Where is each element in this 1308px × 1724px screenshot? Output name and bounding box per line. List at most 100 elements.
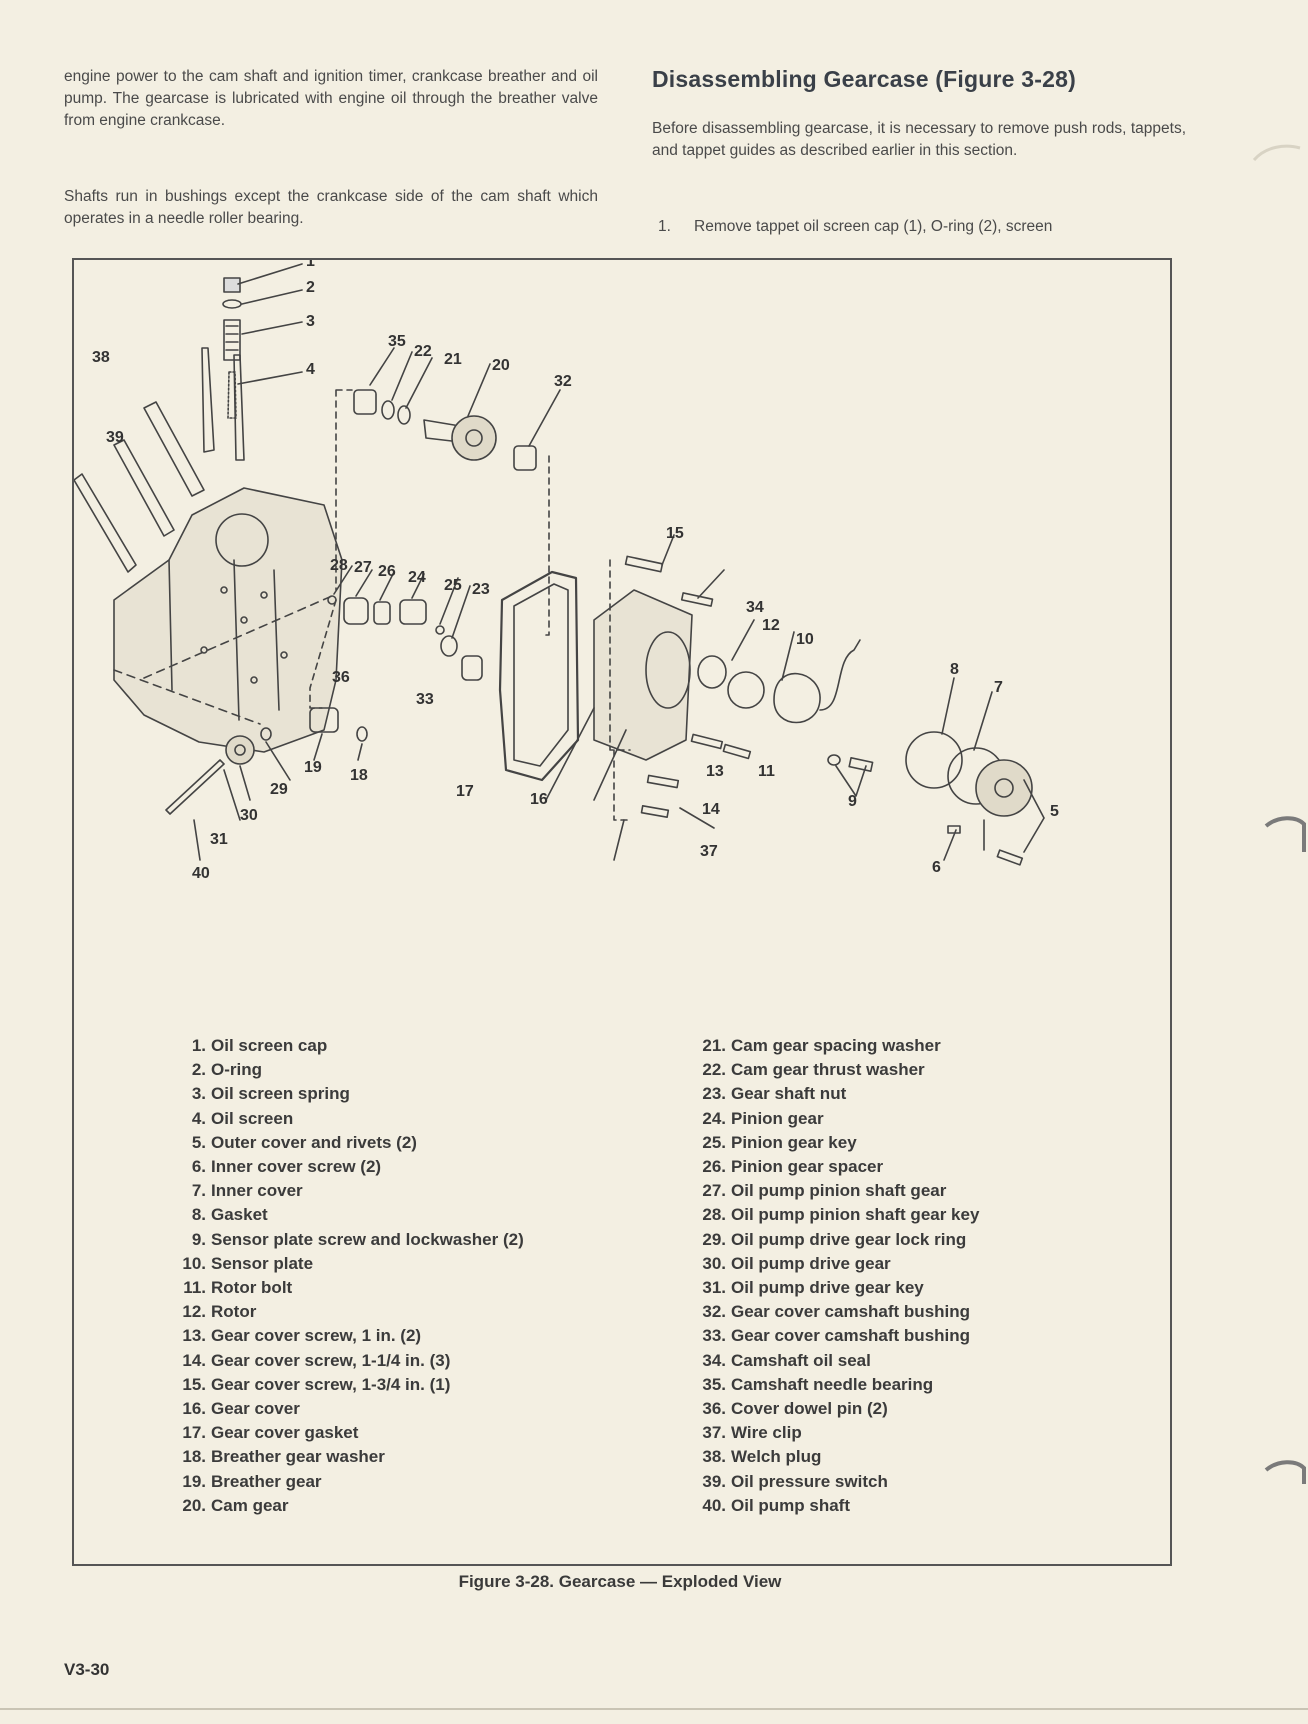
legend-item: 30.Oil pump drive gear — [702, 1253, 891, 1273]
callout-20: 20 — [492, 357, 510, 374]
legend-item: 24.Pinion gear — [702, 1108, 824, 1128]
outer-cover-parts — [827, 677, 1045, 866]
callout-18: 18 — [350, 767, 368, 784]
callout-21: 21 — [444, 351, 462, 368]
page-bottom-edge — [0, 1708, 1308, 1710]
callout-15: 15 — [666, 525, 684, 542]
step-1-number: 1. — [658, 218, 671, 235]
legend-item: 13.Gear cover screw, 1 in. (2) — [182, 1326, 422, 1346]
legend-item: 21.Cam gear spacing washer — [702, 1036, 941, 1055]
section-heading: Disassembling Gearcase (Figure 3-28) — [652, 66, 1076, 92]
legend-item: 38.Welch plug — [702, 1447, 822, 1467]
legend-item: 5.Outer cover and rivets (2) — [191, 1132, 417, 1152]
callout-6: 6 — [932, 859, 941, 876]
legend-item: 20.Cam gear — [182, 1495, 289, 1515]
callout-30: 30 — [240, 807, 258, 824]
page-number: V3-30 — [64, 1660, 110, 1679]
legend-item: 6.Inner cover screw (2) — [191, 1157, 382, 1177]
legend-item: 22.Cam gear thrust washer — [702, 1060, 925, 1080]
crankcase-illustration — [74, 347, 343, 753]
callout-19: 19 — [304, 759, 322, 776]
callout-34: 34 — [746, 599, 764, 616]
pinion-parts — [143, 565, 483, 709]
section-paragraph: Before disassembling gearcase, it is nec… — [652, 120, 1186, 159]
callout-17: 17 — [456, 783, 474, 800]
step-1: 1. Remove tappet oil screen cap (1), O-ri… — [652, 216, 1186, 238]
oil-pump-parts — [113, 669, 368, 861]
legend-item: 34.Camshaft oil seal — [702, 1350, 871, 1370]
legend-item: 25.Pinion gear key — [702, 1132, 857, 1152]
callout-22: 22 — [414, 343, 432, 360]
callout-labels: 1 2 3 4 5 6 7 8 9 10 11 12 13 14 15 16 1… — [92, 260, 1059, 882]
callout-38: 38 — [92, 349, 110, 366]
legend-item: 31.Oil pump drive gear key — [702, 1278, 924, 1298]
callout-1: 1 — [306, 260, 315, 270]
parts-legend-left: 1.Oil screen cap 2.O-ring 3.Oil screen s… — [170, 1034, 524, 1518]
legend-item: 16.Gear cover — [182, 1399, 300, 1419]
callout-10: 10 — [796, 631, 814, 648]
step-1-text: Remove tappet oil screen cap (1), O-ring… — [694, 218, 1053, 235]
legend-item: 33.Gear cover camshaft bushing — [702, 1326, 971, 1346]
callout-32: 32 — [554, 373, 572, 390]
legend-item: 29.Oil pump drive gear lock ring — [702, 1229, 967, 1249]
exploded-view-drawing: 1 2 3 4 5 6 7 8 9 10 11 12 13 14 15 16 1… — [74, 260, 1059, 882]
binder-hole-mark-bottom — [1264, 1460, 1306, 1484]
callout-33: 33 — [416, 691, 434, 708]
callout-5: 5 — [1050, 803, 1059, 820]
legend-item: 26.Pinion gear spacer — [702, 1157, 884, 1177]
legend-item: 11.Rotor bolt — [183, 1278, 293, 1298]
callout-16: 16 — [530, 791, 548, 808]
parts-legend-right: 21.Cam gear spacing washer 22.Cam gear t… — [690, 1034, 979, 1518]
callout-9: 9 — [848, 793, 857, 810]
callout-13: 13 — [706, 763, 724, 780]
callout-39: 39 — [106, 429, 124, 446]
legend-item: 27.Oil pump pinion shaft gear — [702, 1181, 947, 1201]
callout-27: 27 — [354, 559, 372, 576]
callout-29: 29 — [270, 781, 288, 798]
callout-23: 23 — [472, 581, 490, 598]
legend-item: 8.Gasket — [191, 1205, 268, 1225]
callout-8: 8 — [950, 661, 959, 678]
legend-item: 40.Oil pump shaft — [702, 1495, 850, 1515]
legend-item: 12.Rotor — [182, 1302, 257, 1322]
callout-31: 31 — [210, 831, 228, 848]
legend-item: 10.Sensor plate — [182, 1253, 314, 1273]
callout-3: 3 — [306, 313, 315, 330]
callout-25: 25 — [444, 577, 462, 594]
oil-screen-parts — [222, 263, 303, 419]
legend-item: 1.Oil screen cap — [191, 1036, 328, 1055]
callout-14: 14 — [702, 801, 720, 818]
callout-26: 26 — [378, 563, 396, 580]
callout-7: 7 — [994, 679, 1003, 696]
legend-item: 28.Oil pump pinion shaft gear key — [702, 1205, 980, 1225]
legend-item: 3.Oil screen spring — [191, 1084, 350, 1104]
legend-item: 9.Sensor plate screw and lockwasher (2) — [191, 1229, 524, 1249]
callout-36: 36 — [332, 669, 350, 686]
binder-hole-mark-middle — [1264, 816, 1306, 852]
callout-35: 35 — [388, 333, 406, 350]
intro-paragraph: engine power to the cam shaft and igniti… — [64, 68, 598, 129]
legend-item: 36.Cover dowel pin (2) — [702, 1399, 888, 1419]
callout-40: 40 — [192, 865, 210, 882]
legend-item: 19.Breather gear — [182, 1471, 322, 1491]
legend-item: 23.Gear shaft nut — [702, 1084, 847, 1104]
legend-item: 37.Wire clip — [702, 1423, 802, 1443]
callout-2: 2 — [306, 279, 315, 296]
legend-item: 4.Oil screen — [191, 1108, 294, 1128]
binder-hole-mark-top — [1252, 144, 1301, 162]
legend-item: 35.Camshaft needle bearing — [702, 1374, 934, 1394]
legend-item: 14.Gear cover screw, 1-1/4 in. (3) — [182, 1350, 451, 1370]
legend-item: 17.Gear cover gasket — [182, 1423, 359, 1443]
legend-item: 18.Breather gear washer — [182, 1447, 385, 1467]
shafts-paragraph: Shafts run in bushings except the crankc… — [64, 188, 598, 227]
camshaft-parts — [335, 347, 561, 636]
callout-11: 11 — [758, 763, 775, 780]
legend-item: 39.Oil pressure switch — [702, 1471, 888, 1491]
gear-cover-parts — [498, 534, 861, 861]
legend-item: 32.Gear cover camshaft bushing — [702, 1302, 971, 1322]
callout-4: 4 — [306, 361, 315, 378]
legend-item: 7.Inner cover — [191, 1181, 303, 1201]
callout-37: 37 — [700, 843, 718, 860]
figure-caption: Figure 3-28. Gearcase — Exploded View — [458, 1572, 782, 1591]
legend-item: 2.O-ring — [191, 1060, 262, 1080]
